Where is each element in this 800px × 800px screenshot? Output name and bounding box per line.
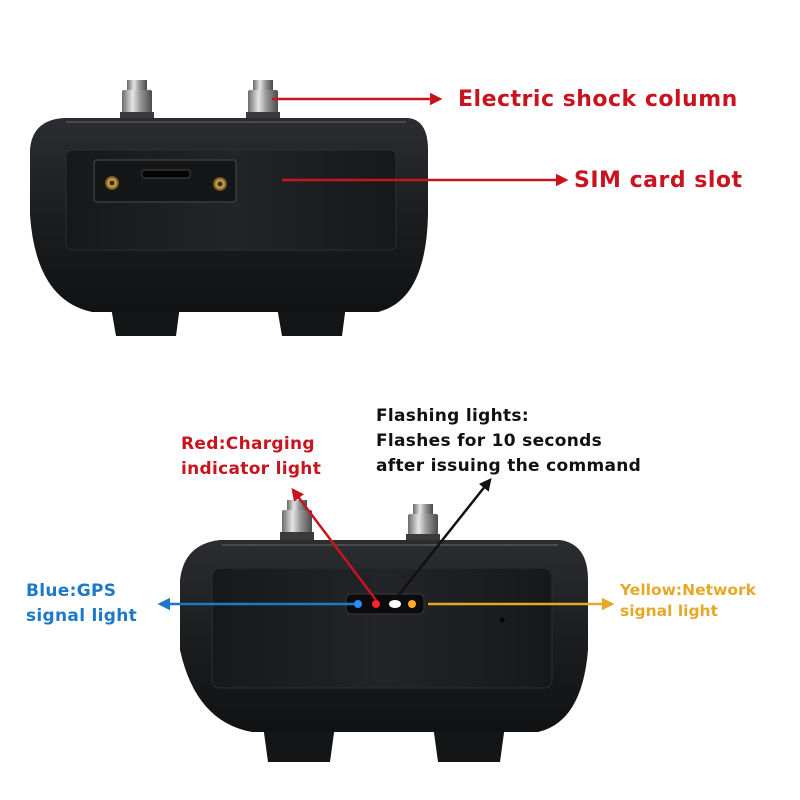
label-blue-gps: Blue:GPS signal light	[26, 581, 138, 626]
led-yellow-icon	[408, 600, 416, 608]
electrode-left-2	[280, 500, 314, 542]
label-electric-shock-column: Electric shock column	[458, 87, 738, 112]
bottom-device	[180, 500, 588, 762]
led-red-icon	[372, 600, 380, 608]
label-sim-card-slot: SIM card slot	[574, 168, 743, 193]
label-yellow-network: Yellow:Network signal light	[620, 581, 756, 620]
led-white-icon	[389, 600, 401, 608]
electrode-right	[246, 80, 280, 122]
label-flashing-lights: Flashing lights: Flashes for 10 seconds …	[376, 406, 642, 476]
label-red-charging: Red:Charging indicator light	[181, 434, 322, 479]
arrow-red-charging	[291, 488, 377, 601]
electrode-right-2	[406, 504, 440, 544]
arrow-flashing	[397, 478, 492, 597]
top-device	[30, 80, 428, 336]
led-blue-icon	[354, 600, 362, 608]
electrode-left	[120, 80, 154, 122]
